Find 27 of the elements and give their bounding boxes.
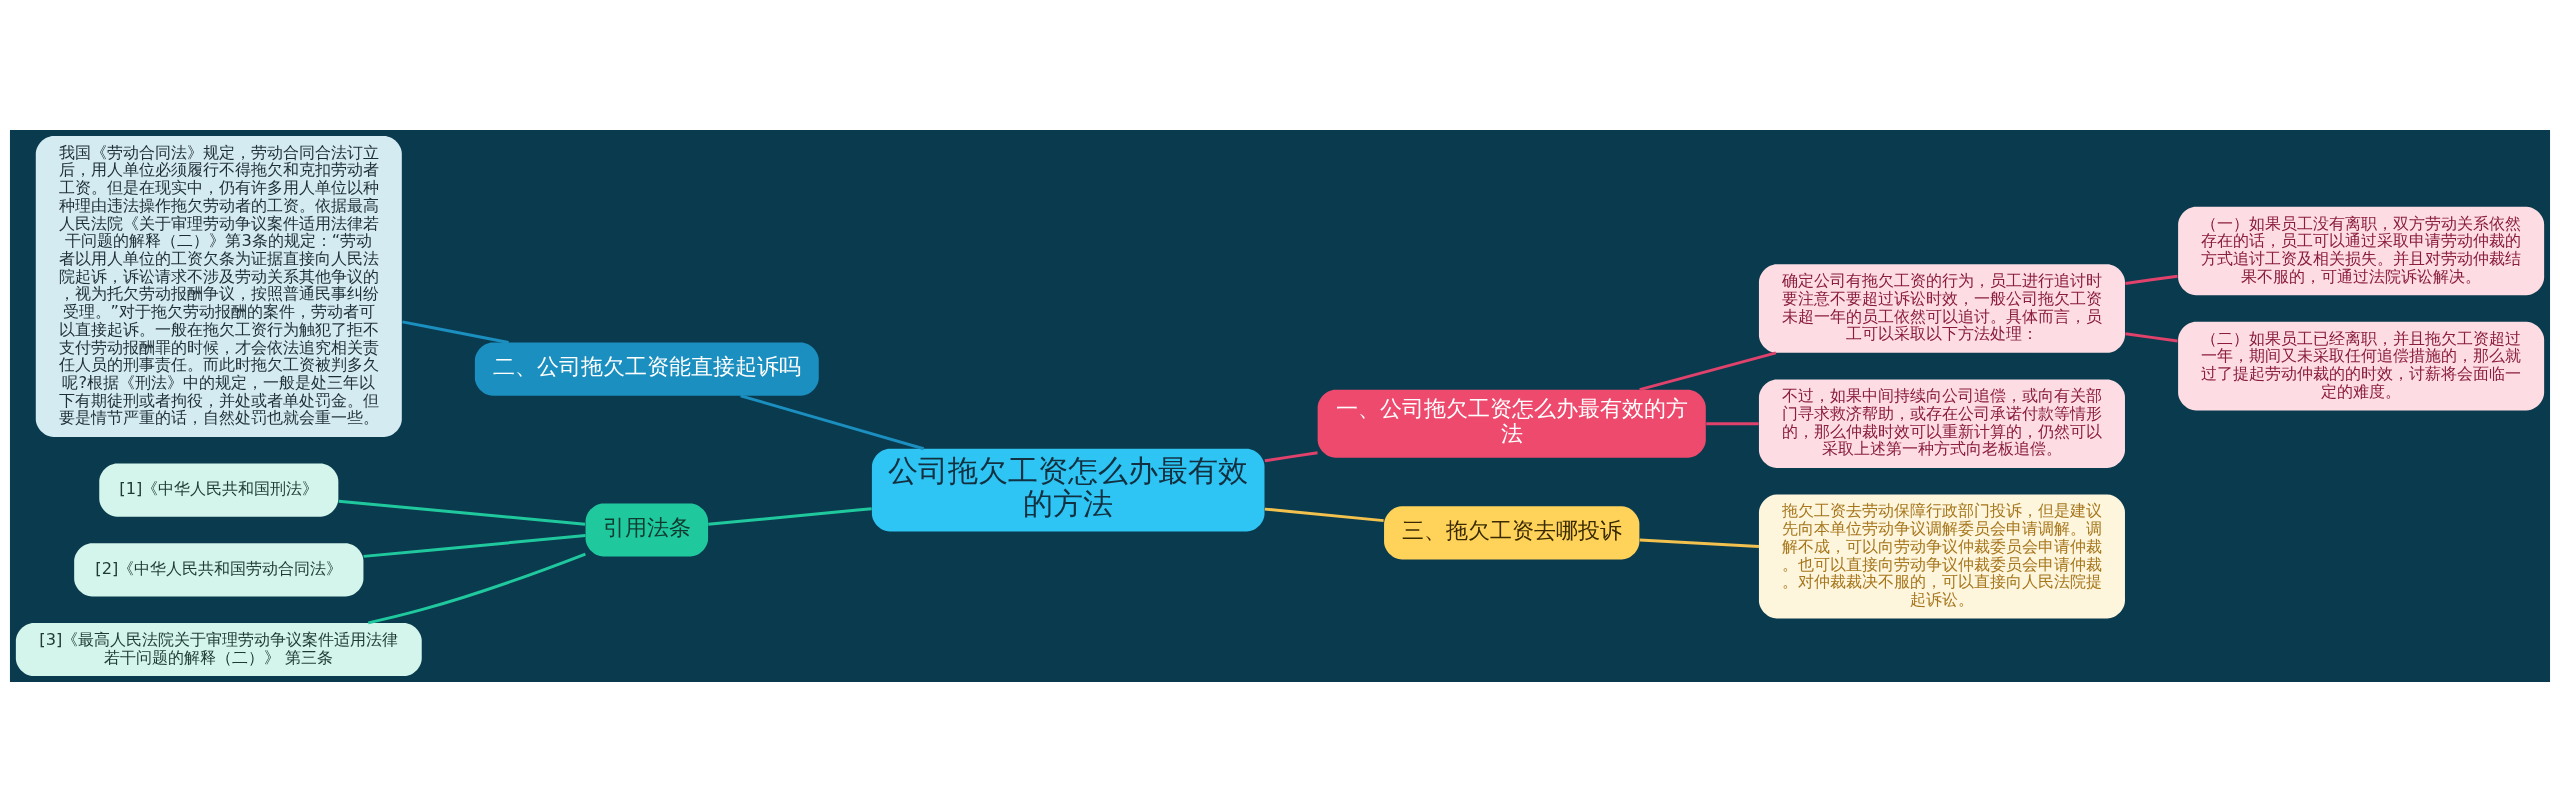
connector bbox=[402, 320, 509, 344]
connector bbox=[2125, 274, 2178, 285]
connector bbox=[740, 394, 925, 451]
node-box: （二）如果员工已经离职，并且拖欠工资超过一年，期间又未采取任何追偿措施的，那么就过了提起劳动仲裁的的时效，讨薪将会面临一定的难度。 bbox=[2178, 321, 2545, 411]
node-box: [1]《中华人民共和国刑法》 bbox=[99, 463, 339, 517]
connector bbox=[1639, 351, 1777, 392]
node-box: 三、拖欠工资去哪投诉 bbox=[1384, 506, 1640, 560]
connector bbox=[1264, 507, 1384, 523]
node-box: [3]《最高人民法院关于审理劳动争议案件适用法律若干问题的解释（二）》 第三条 bbox=[15, 622, 422, 677]
node-box: 拖欠工资去劳动保障行政部门投诉，但是建议先向本单位劳动争议调解委员会申请调解。调解不成，可以向劳动争议仲裁委员会申请仲裁。也可以直接向劳动争议仲裁委员会申请仲裁。对仲裁裁决不服的，可以直接向人民法院提起诉讼。 bbox=[1758, 494, 2125, 619]
node-box: 一、公司拖欠工资怎么办最有效的方法 bbox=[1317, 389, 1706, 458]
connector bbox=[363, 534, 586, 558]
connector bbox=[708, 507, 872, 526]
connector bbox=[368, 552, 586, 625]
connector bbox=[1639, 538, 1760, 548]
node-box: 不过，如果中间持续向公司追偿，或向有关部门寻求救济帮助，或存在公司承诺付款等情形的，那么仲裁时效可以重新计算的，仍然可以采取上述第一种方式向老板追偿。 bbox=[1758, 379, 2125, 468]
connector bbox=[1706, 422, 1759, 426]
node-box: （一）如果员工没有离职，双方劳动关系依然存在的话，员工可以通过采取申请劳动仲裁的方式追讨工资及相关损失。并且对劳动仲裁结果不服的，可通过法院诉讼解决。 bbox=[2178, 206, 2545, 296]
connector bbox=[1264, 451, 1318, 463]
node-box: [2]《中华人民共和国劳动合同法》 bbox=[74, 543, 364, 597]
node-box: 引用法条 bbox=[585, 503, 709, 557]
connector bbox=[2125, 332, 2178, 343]
node-box: 二、公司拖欠工资能直接起诉吗 bbox=[474, 342, 819, 396]
connector bbox=[338, 499, 586, 526]
node-box: 确定公司有拖欠工资的行为，员工进行追讨时要注意不要超过诉讼时效，一般公司拖欠工资未超一年的员工依然可以追讨。具体而言，员工可以采取以下方法处理： bbox=[1758, 264, 2125, 353]
node-box: 公司拖欠工资怎么办最有效的方法 bbox=[871, 448, 1265, 532]
node-box: 我国《劳动合同法》规定，劳动合同合法订立后，用人单位必须履行不得拖欠和克扣劳动者工资。但是在现实中，仍有许多用人单位以种种理由违法操作拖欠劳动者的工资。依据最高人民法院《关于审理劳动争议案件适用法律若干问题的解释（二）》第3条的规定：“劳动者以用人单位的工资欠条为证据直接向人民法院起诉，诉讼请求不涉及劳动关系其他争议的，视为托欠劳动报酬争议，按照普通民事纠纷受理。”对于拖欠劳动报酬的案件，劳动者可以直接起诉。一般在拖欠工资行为触犯了拒不支付劳动报酬罪的时候，才会依法追究相关责任人员的刑事责任。而此时拖欠工资被判多久呢?根据《刑法》中的规定，一般是处三年以下有期徒刑或者拘役，并处或者单处罚金。但要是情节严重的话，自然处罚也就会重一些。 bbox=[35, 135, 402, 437]
